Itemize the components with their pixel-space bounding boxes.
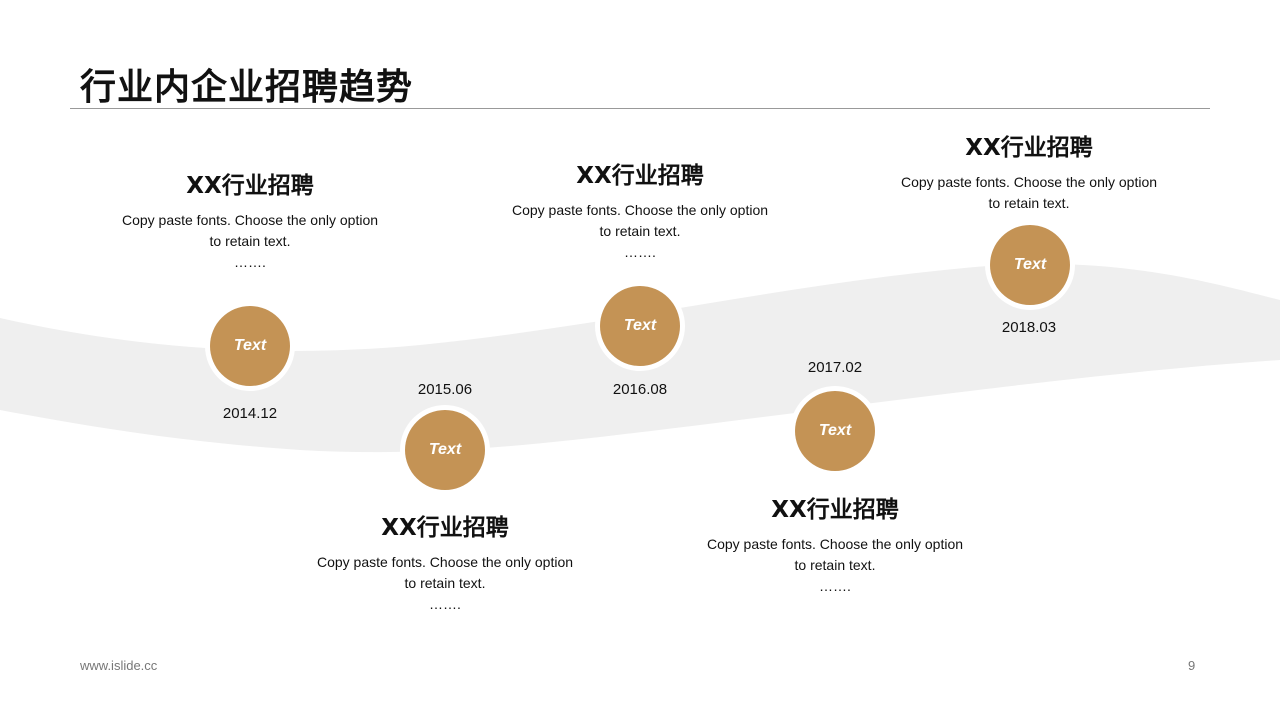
timeline-node: Text [790,386,880,476]
event-heading: XX行业招聘 [771,497,899,523]
event-desc: Copy paste fonts. Choose the only option… [121,212,379,249]
event-date: 2016.08 [612,381,668,398]
timeline-node: Text [205,301,295,391]
event-desc: Copy paste fonts. Choose the only option… [511,202,769,239]
event-date: 2017.02 [807,359,863,376]
page-title: 行业内企业招聘趋势 [80,67,414,108]
event-block: XX行业招聘 Copy paste fonts. Choose the only … [120,166,380,273]
event-heading: XX行业招聘 [576,163,704,189]
event-date: 2014.12 [222,405,278,422]
event-heading: XX行业招聘 [965,135,1093,161]
event-heading: XX行业招聘 [381,515,509,541]
node-label: Text [210,306,290,386]
title-divider [70,108,1210,109]
event-desc: Copy paste fonts. Choose the only option… [316,554,574,591]
event-block: XX行业招聘 Copy paste fonts. Choose the only … [899,128,1159,214]
timeline-node: Text [985,220,1075,310]
event-block: XX行业招聘 Copy paste fonts. Choose the only … [315,508,575,615]
timeline-node: Text [595,281,685,371]
node-label: Text [990,225,1070,305]
page-number: 9 [1188,658,1196,673]
event-dots: ……. [234,254,266,270]
event-desc: Copy paste fonts. Choose the only option… [900,174,1158,211]
event-dots: ……. [624,244,656,260]
node-label: Text [600,286,680,366]
event-block: XX行业招聘 Copy paste fonts. Choose the only … [705,490,965,597]
event-block: XX行业招聘 Copy paste fonts. Choose the only … [510,156,770,263]
footer-url: www.islide.cc [80,658,158,673]
event-date: 2018.03 [1001,319,1057,336]
event-heading: XX行业招聘 [186,173,314,199]
event-dots: ……. [819,578,851,594]
node-label: Text [405,410,485,490]
event-dots: ……. [429,596,461,612]
node-label: Text [795,391,875,471]
event-date: 2015.06 [417,381,473,398]
event-desc: Copy paste fonts. Choose the only option… [706,536,964,573]
timeline-node: Text [400,405,490,495]
